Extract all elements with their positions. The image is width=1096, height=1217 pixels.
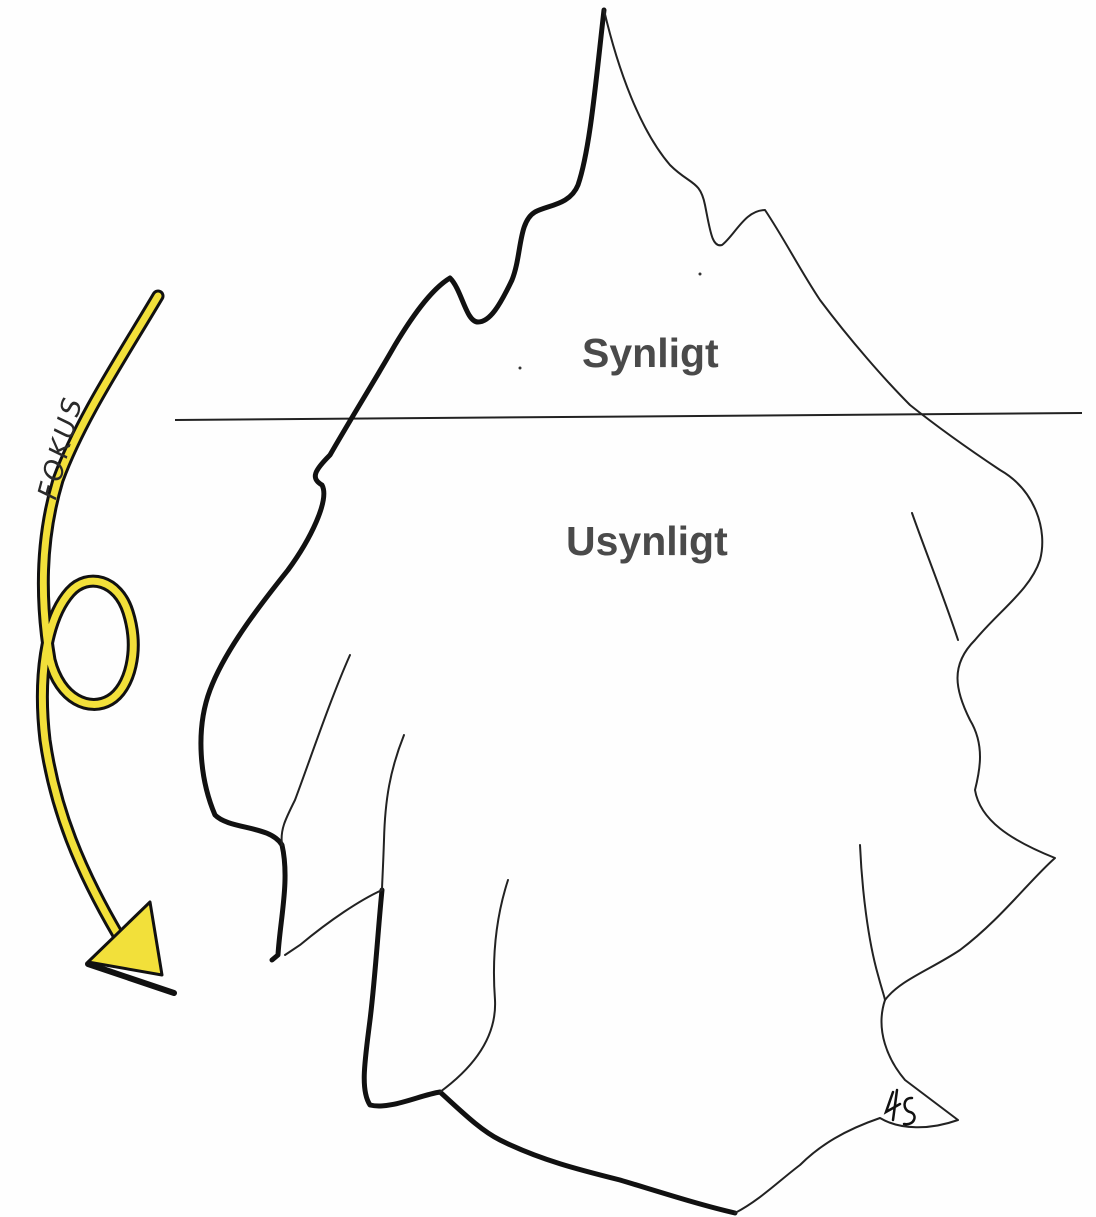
waterline xyxy=(175,413,1082,420)
signature-mark xyxy=(886,1090,915,1124)
iceberg-outline-left xyxy=(201,10,735,1213)
inner-fold-line xyxy=(912,513,958,640)
inner-fold-line xyxy=(282,655,350,845)
paper-speck xyxy=(699,273,702,276)
label-invisible: Usynligt xyxy=(566,518,728,565)
iceberg-outline-right xyxy=(604,10,1055,1213)
paper-speck xyxy=(519,367,522,370)
label-visible: Synligt xyxy=(582,330,719,377)
inner-fold-line xyxy=(285,735,404,955)
inner-fold-line xyxy=(860,845,885,1000)
inner-fold-line xyxy=(440,880,508,1092)
